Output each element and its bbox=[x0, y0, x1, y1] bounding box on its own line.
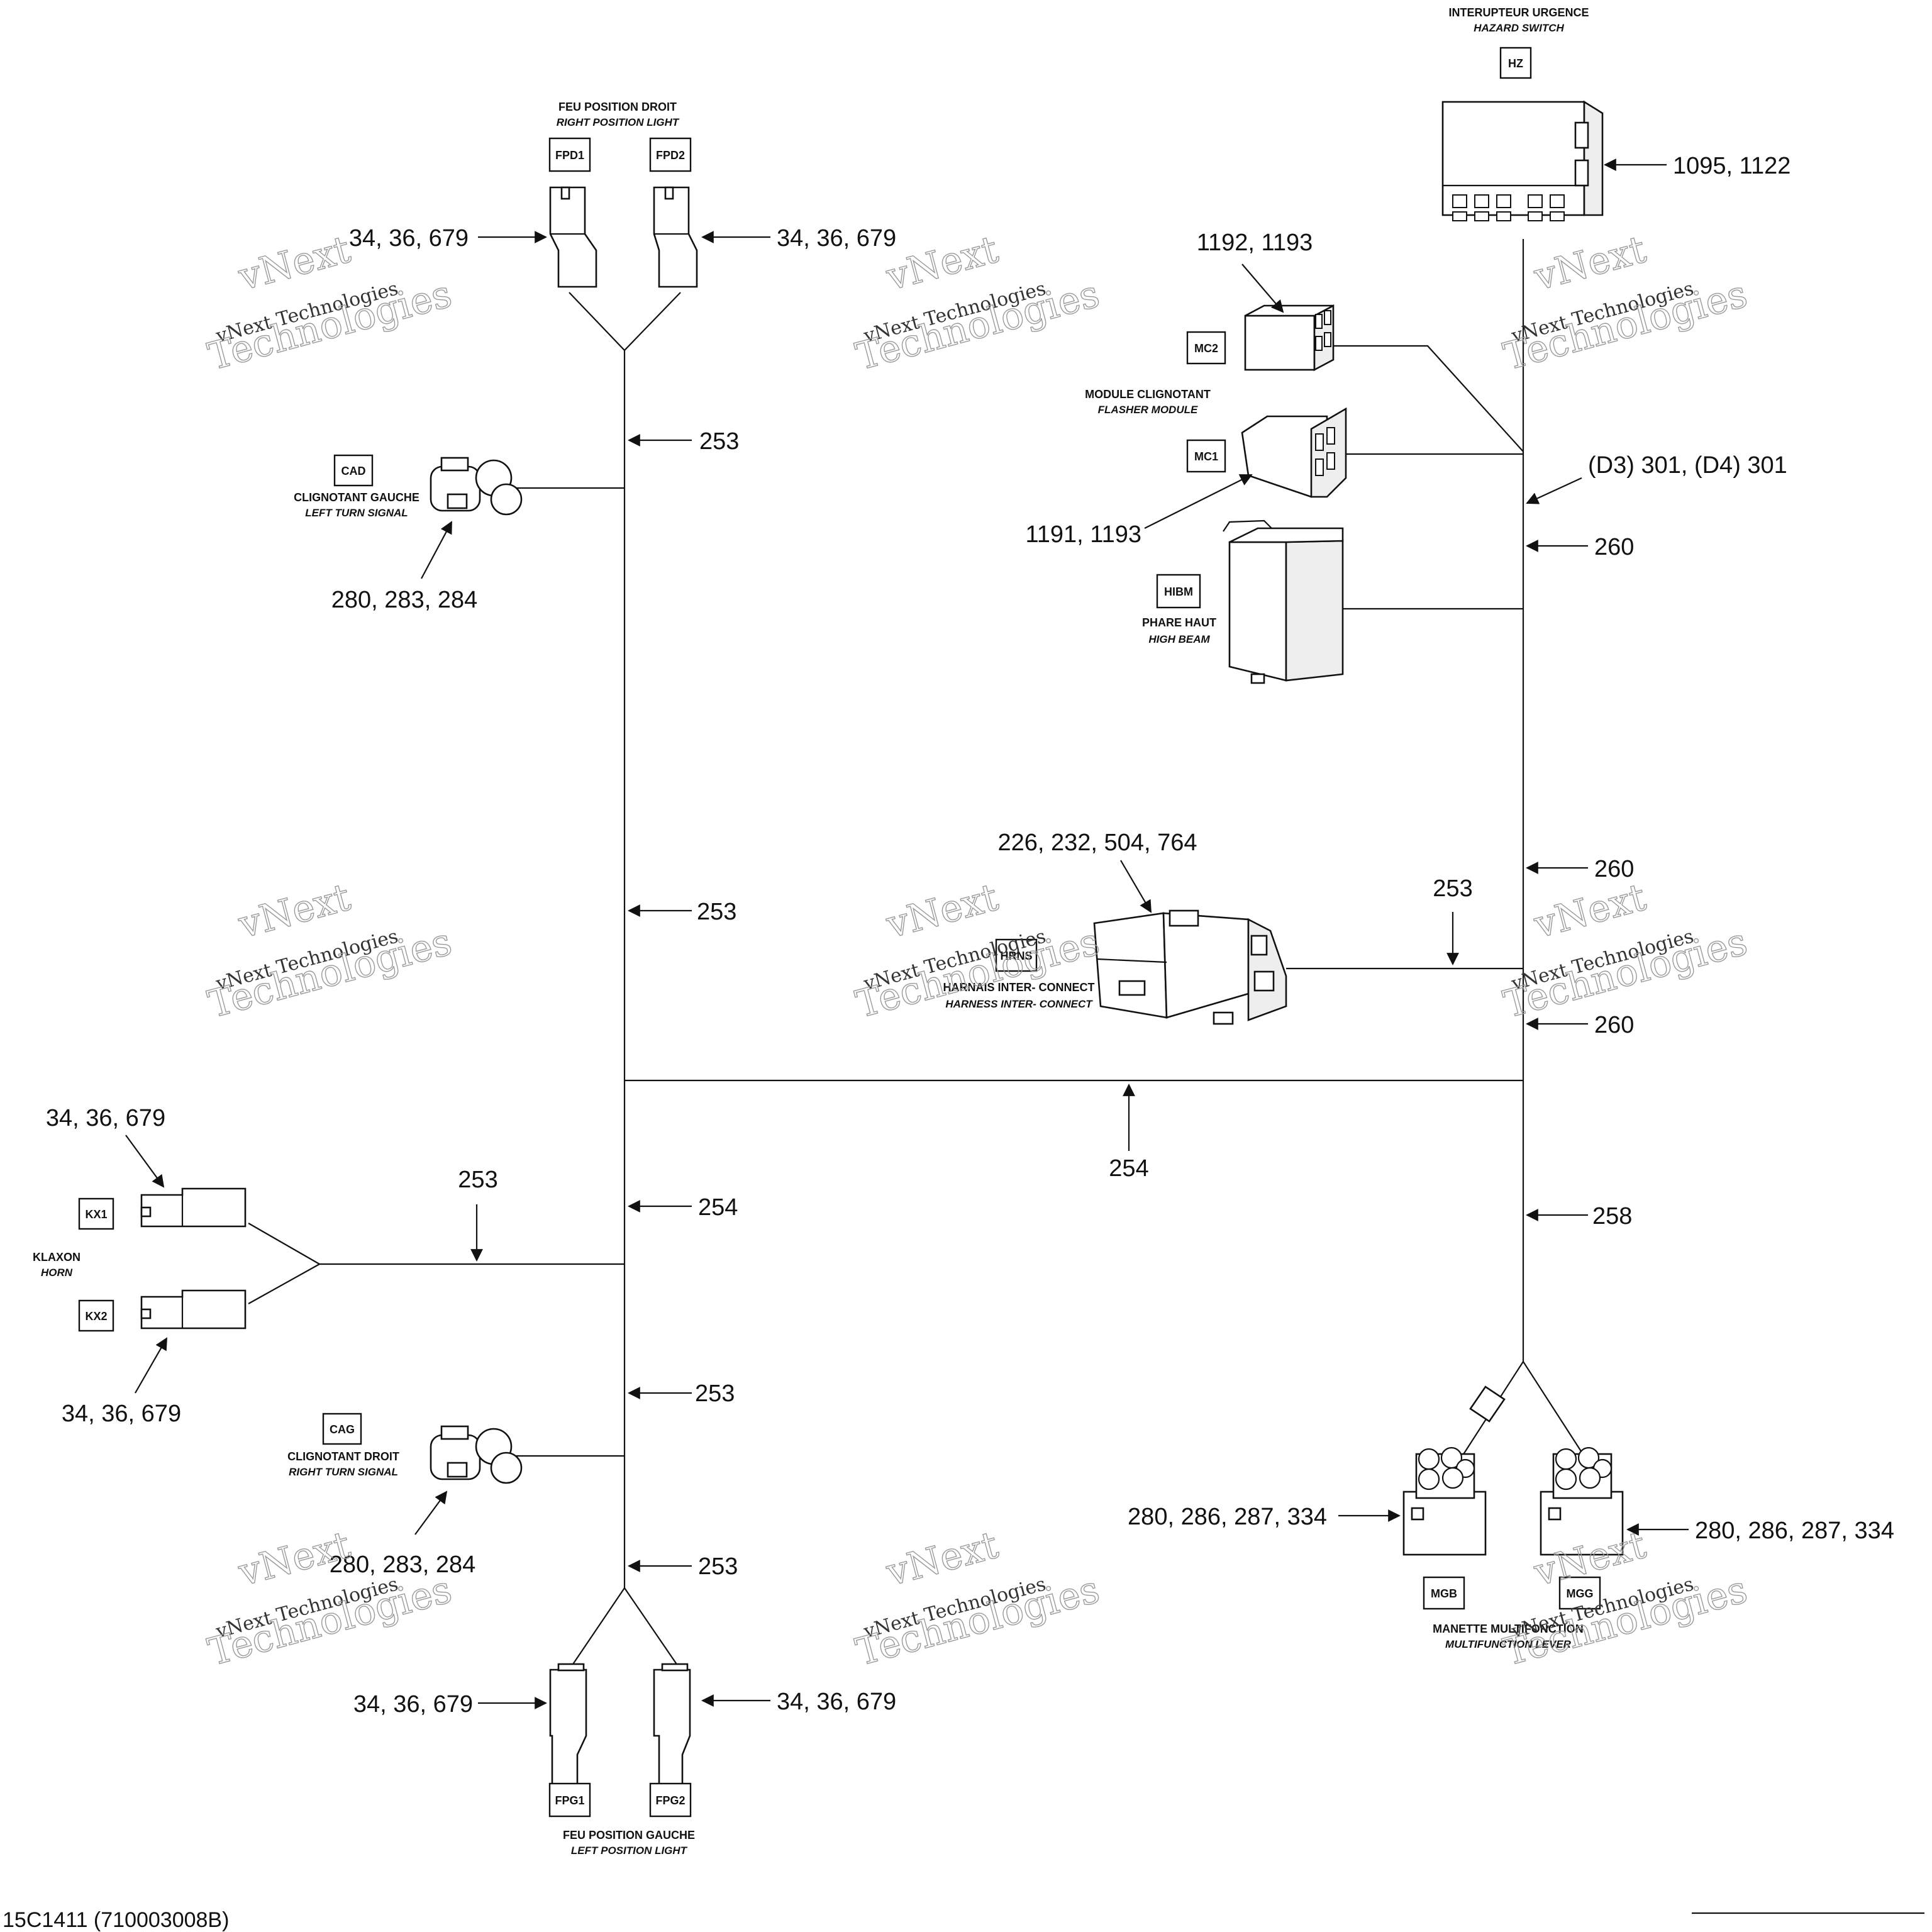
tag-kx2: KX2 bbox=[85, 1310, 107, 1323]
watermark-text: vNext bbox=[234, 1523, 355, 1595]
label-cag-en: RIGHT TURN SIGNAL bbox=[289, 1466, 398, 1478]
hazard-switch bbox=[1441, 100, 1604, 221]
connector-tags: HZ FPD1 FPD2 MC2 MC1 CAD HIBM HRNS KX1 K… bbox=[78, 47, 1601, 1818]
callout-fpd-right: 34, 36, 679 bbox=[777, 225, 896, 252]
tag-cad: CAD bbox=[341, 465, 366, 477]
label-hrns-en: HARNESS INTER- CONNECT bbox=[945, 998, 1093, 1010]
mc1-connector bbox=[1241, 407, 1347, 498]
cad-connector bbox=[430, 457, 523, 516]
callout-wire-254b: 254 bbox=[698, 1194, 738, 1221]
tag-mc1: MC1 bbox=[1194, 450, 1218, 463]
callout-fpg-right: 34, 36, 679 bbox=[777, 1689, 896, 1715]
callout-wire-253b: 253 bbox=[697, 899, 736, 925]
label-hz-en: HAZARD SWITCH bbox=[1474, 22, 1564, 34]
tag-mgg: MGG bbox=[1567, 1587, 1594, 1600]
mgb-connector bbox=[1402, 1446, 1487, 1556]
callout-d3d4: (D3) 301, (D4) 301 bbox=[1588, 452, 1787, 479]
fpd1-connector bbox=[549, 186, 597, 288]
label-kx-en: HORN bbox=[41, 1267, 73, 1279]
tag-kx1: KX1 bbox=[85, 1208, 107, 1221]
hibm-relay bbox=[1223, 519, 1344, 684]
tag-fpd1: FPD1 bbox=[555, 149, 584, 162]
label-hrns-fr: HARNAIS INTER- CONNECT bbox=[943, 981, 1095, 994]
watermark-bottom-middle: vNext vNext Technologies Technologies bbox=[851, 1523, 1104, 1675]
cag-connector bbox=[430, 1425, 523, 1484]
label-cad-en: LEFT TURN SIGNAL bbox=[305, 507, 408, 519]
callout-fpg-left: 34, 36, 679 bbox=[353, 1691, 473, 1718]
watermark-text: vNext bbox=[234, 228, 355, 299]
mc2-connector bbox=[1244, 304, 1335, 372]
callout-arrows bbox=[125, 158, 1689, 1709]
tag-fpd2: FPD2 bbox=[656, 149, 685, 162]
watermark-text: vNext bbox=[882, 1523, 1003, 1595]
label-hibm-en: HIGH BEAM bbox=[1148, 633, 1210, 645]
label-mg-fr: MANETTE MULTIFONCTION bbox=[1433, 1623, 1584, 1635]
component-labels: INTERUPTEUR URGENCE HAZARD SWITCH FEU PO… bbox=[33, 6, 1589, 1857]
watermark-text: vNext bbox=[882, 228, 1003, 299]
watermark-bottom-left: vNext vNext Technologies Technologies bbox=[203, 1523, 457, 1675]
tag-hz: HZ bbox=[1508, 57, 1523, 70]
label-hz-fr: INTERUPTEUR URGENCE bbox=[1448, 6, 1589, 19]
callout-mc2: 1192, 1193 bbox=[1197, 230, 1313, 256]
label-fpg-en: LEFT POSITION LIGHT bbox=[571, 1845, 688, 1857]
tag-cag: CAG bbox=[330, 1423, 355, 1436]
callout-wire-253a: 253 bbox=[699, 428, 739, 455]
label-mg-en: MULTIFUNCTION LEVER bbox=[1445, 1638, 1572, 1650]
callout-wire-260c: 260 bbox=[1594, 1012, 1634, 1038]
fpg2-connector bbox=[653, 1663, 691, 1797]
callout-cag: 280, 283, 284 bbox=[330, 1552, 475, 1578]
label-mc-fr: MODULE CLIGNOTANT bbox=[1085, 388, 1211, 401]
label-hibm-fr: PHARE HAUT bbox=[1142, 616, 1216, 629]
callout-numbers: 34, 36, 679 34, 36, 679 1095, 1122 1192,… bbox=[46, 153, 1894, 1718]
callout-wire-254a: 254 bbox=[1109, 1155, 1148, 1182]
callout-hz: 1095, 1122 bbox=[1673, 153, 1790, 179]
label-mc-en: FLASHER MODULE bbox=[1098, 404, 1198, 416]
tag-fpg2: FPG2 bbox=[655, 1794, 685, 1807]
fpd2-connector bbox=[653, 186, 698, 288]
callout-cad: 280, 283, 284 bbox=[331, 587, 477, 613]
label-fpd-en: RIGHT POSITION LIGHT bbox=[557, 116, 680, 128]
watermark-text: vNext bbox=[234, 875, 355, 947]
kx2-connector bbox=[140, 1289, 247, 1330]
fuse-holder bbox=[1469, 1385, 1506, 1423]
tag-mc2: MC2 bbox=[1194, 342, 1218, 355]
label-kx-fr: KLAXON bbox=[33, 1251, 80, 1263]
drawing-number: 15C1411 (710003008B) bbox=[3, 1908, 229, 1932]
callout-mgb: 280, 286, 287, 334 bbox=[1128, 1504, 1327, 1530]
label-cag-fr: CLIGNOTANT DROIT bbox=[287, 1450, 399, 1463]
kx1-connector bbox=[140, 1187, 247, 1228]
callout-wire-253e: 253 bbox=[695, 1380, 735, 1407]
harness-wires bbox=[248, 239, 1587, 1670]
callout-kx1: 34, 36, 679 bbox=[46, 1105, 165, 1131]
callout-wire-253d: 253 bbox=[458, 1167, 497, 1193]
watermark-top-right: vNext vNext Technologies Technologies bbox=[1499, 227, 1752, 380]
callout-kx2: 34, 36, 679 bbox=[62, 1401, 181, 1427]
watermark-text: vNext bbox=[1530, 875, 1651, 947]
callout-mgg: 280, 286, 287, 334 bbox=[1695, 1518, 1894, 1544]
tag-hibm: HIBM bbox=[1164, 586, 1193, 598]
callout-mc1: 1191, 1193 bbox=[1025, 521, 1141, 548]
label-cad-fr: CLIGNOTANT GAUCHE bbox=[294, 491, 419, 504]
callout-wire-253f: 253 bbox=[698, 1553, 738, 1580]
label-fpg-fr: FEU POSITION GAUCHE bbox=[563, 1829, 695, 1841]
callout-fpd-left: 34, 36, 679 bbox=[349, 225, 469, 252]
callout-harness: 226, 232, 504, 764 bbox=[998, 830, 1197, 856]
watermark-text: vNext bbox=[1530, 228, 1651, 299]
tag-mgb: MGB bbox=[1431, 1587, 1457, 1600]
callout-wire-258: 258 bbox=[1592, 1203, 1632, 1230]
label-fpd-fr: FEU POSITION DROIT bbox=[558, 101, 677, 113]
hrns-connector bbox=[1093, 909, 1287, 1025]
callout-wire-260b: 260 bbox=[1594, 856, 1634, 882]
callout-wire-253c: 253 bbox=[1433, 875, 1472, 902]
watermark-text: vNext bbox=[882, 875, 1003, 947]
tag-hrns: HRNS bbox=[1000, 950, 1032, 962]
watermark-mid-left: vNext vNext Technologies Technologies bbox=[203, 875, 457, 1028]
callout-wire-260a: 260 bbox=[1594, 534, 1634, 560]
mgg-connector bbox=[1540, 1446, 1624, 1556]
tag-fpg1: FPG1 bbox=[555, 1794, 584, 1807]
fpg1-connector bbox=[549, 1663, 587, 1797]
